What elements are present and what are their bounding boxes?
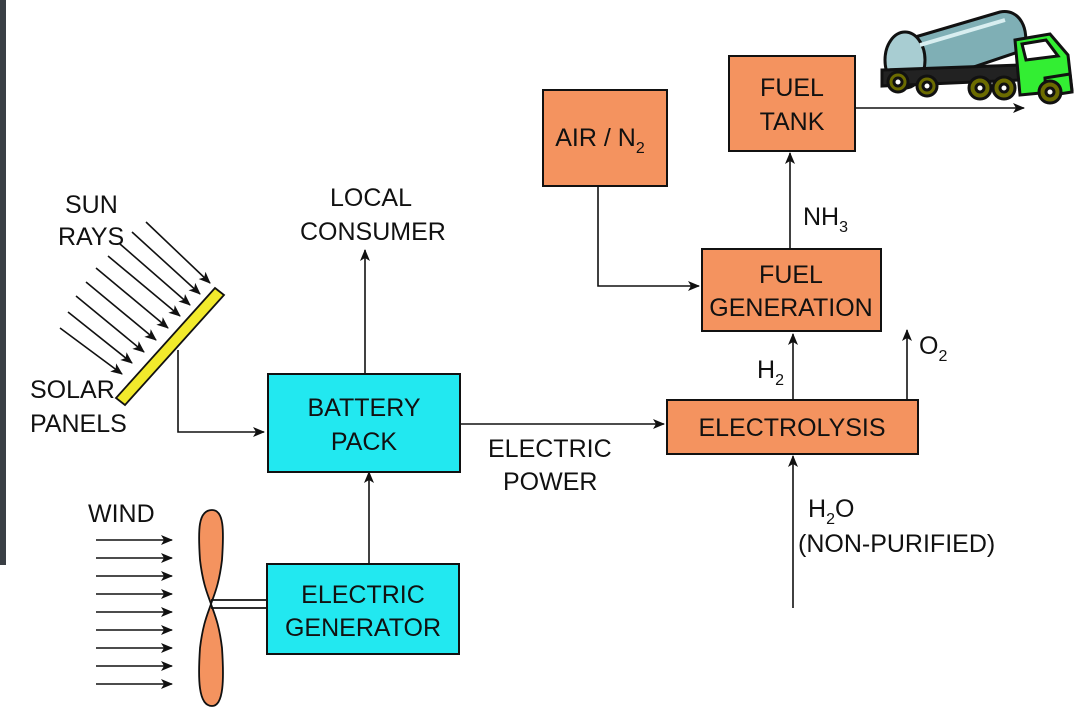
wind-label: WIND xyxy=(88,500,155,528)
electrolysis-box: ELECTROLYSIS xyxy=(666,399,919,455)
electric-power-label: ELECTRIC xyxy=(488,435,612,463)
o2-label: O2 xyxy=(919,332,947,365)
svg-text:ELECTROLYSIS: ELECTROLYSIS xyxy=(698,414,885,442)
local-consumer-label: LOCAL xyxy=(330,184,412,212)
electric-power-label-2: POWER xyxy=(503,468,597,496)
air-n2-box: AIR / N2 xyxy=(542,89,668,187)
non-purified-label: (NON-PURIFIED) xyxy=(798,530,995,558)
svg-text:FUEL: FUEL xyxy=(760,74,824,102)
fuel-tank-box: FUEL TANK xyxy=(728,55,856,152)
left-edge-strip xyxy=(0,0,6,565)
local-consumer-label-2: CONSUMER xyxy=(300,218,446,246)
solar-panel-icon xyxy=(114,286,226,407)
svg-text:ELECTRIC: ELECTRIC xyxy=(301,581,425,609)
solar-panels-label: SOLAR xyxy=(30,376,115,404)
electric-generator-box: ELECTRIC GENERATOR xyxy=(266,563,460,655)
fuel-generation-box: FUEL GENERATION xyxy=(701,248,882,332)
sun-ray-arrows-icon xyxy=(59,221,211,375)
nh3-label: NH3 xyxy=(803,203,848,236)
solar-to-battery-arrow xyxy=(177,350,265,437)
wind-arrows-icon xyxy=(96,535,173,689)
sun-rays-label: SUN xyxy=(65,191,118,219)
svg-text:PACK: PACK xyxy=(331,428,398,456)
svg-text:TANK: TANK xyxy=(760,108,825,136)
air-to-fuel-generation-arrow xyxy=(597,186,700,291)
svg-text:GENERATION: GENERATION xyxy=(709,294,872,322)
h2-label: H2 xyxy=(757,356,784,389)
svg-text:GENERATOR: GENERATOR xyxy=(285,614,441,642)
svg-text:BATTERY: BATTERY xyxy=(308,394,421,422)
wind-turbine-blade-icon xyxy=(198,509,266,707)
svg-text:AIR / N2: AIR / N2 xyxy=(555,124,645,157)
solar-panels-label-2: PANELS xyxy=(30,410,127,438)
tanker-truck-icon xyxy=(880,10,1074,105)
sun-rays-label-2: RAYS xyxy=(58,223,124,251)
battery-pack-box: BATTERY PACK xyxy=(267,373,461,473)
h2o-label: H2O xyxy=(808,495,854,528)
svg-text:FUEL: FUEL xyxy=(759,261,823,289)
